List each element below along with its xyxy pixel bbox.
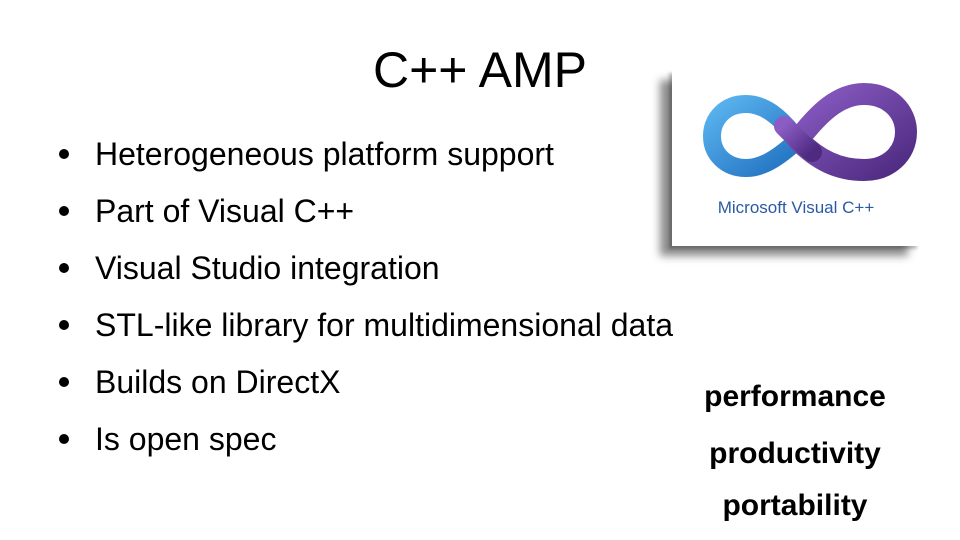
keyword-productivity: productivity [709, 437, 881, 470]
bullet-text: Heterogeneous platform support [95, 136, 554, 172]
bullet-text: STL-like library for multidimensional da… [95, 307, 673, 343]
visual-studio-infinity-icon [702, 82, 918, 182]
bullet-dot-icon [59, 377, 69, 387]
slide-title: C++ AMP [373, 42, 587, 98]
bullet-item: Is open spec [55, 415, 673, 472]
bullet-item: Heterogeneous platform support [55, 130, 673, 187]
bullet-dot-icon [59, 320, 69, 330]
bullet-dot-icon [59, 206, 69, 216]
bullet-dot-icon [59, 434, 69, 444]
bullet-item: STL-like library for multidimensional da… [55, 301, 673, 358]
logo-text: Microsoft Visual C++ [717, 198, 875, 217]
bullet-item: Builds on DirectX [55, 358, 673, 415]
bullet-item: Visual Studio integration [55, 244, 673, 301]
bullet-dot-icon [59, 263, 69, 273]
bullet-list: Heterogeneous platform support Part of V… [55, 130, 673, 472]
bullet-text: Visual Studio integration [95, 250, 440, 286]
bullet-dot-icon [59, 149, 69, 159]
visual-cpp-logo: Microsoft Visual C++ [672, 70, 920, 246]
keyword-performance: performance [704, 380, 886, 413]
bullet-text: Part of Visual C++ [95, 193, 355, 229]
bullet-text: Builds on DirectX [95, 364, 341, 400]
keyword-portability: portability [722, 489, 868, 522]
bullet-item: Part of Visual C++ [55, 187, 673, 244]
bullet-text: Is open spec [95, 421, 277, 457]
